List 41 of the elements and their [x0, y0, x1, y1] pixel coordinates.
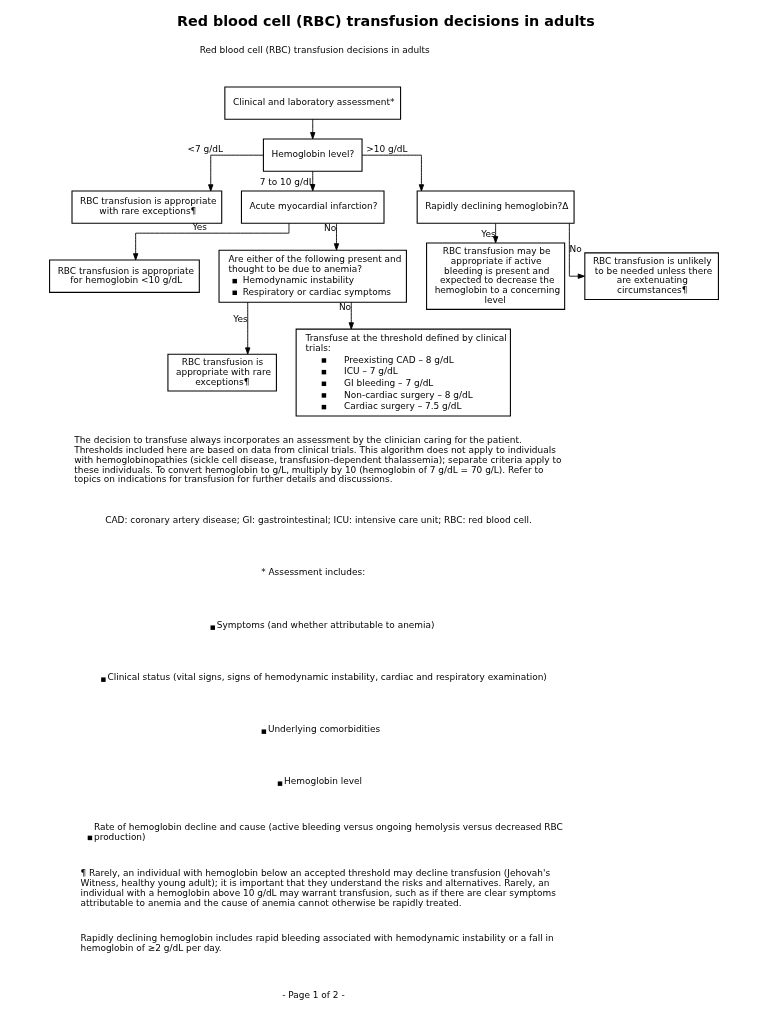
arrow [568, 223, 585, 279]
label: Clinical status (vital signs, signs of hemodynamic instability, cardiac and respiratory examination) [107, 671, 547, 682]
label: * Assessment includes: [261, 567, 366, 578]
node-box: RBC transfusion is appropriate with rare exceptions¶ [71, 190, 223, 224]
label: Hemoglobin level [284, 775, 363, 786]
arrow [348, 301, 354, 330]
node-box: Rapidly declining hemoglobin?Δ [416, 190, 575, 224]
label: Rate of hemoglobin decline and cause (active bleeding versus ongoing hemolysis versus decreased RBC production) [93, 822, 563, 843]
node-box: Transfuse at the threshold defined by clinical trials: Preexisting CAD – 8 g/dL ICU – 7 g/dL GI bleeding – 7 g/dL Non-cardiac surgery – 8 g/dL Cardiac surgery – 7.5 g/dL [295, 328, 511, 417]
arrow [133, 223, 290, 261]
edge-label: No [569, 243, 582, 254]
label: Underlying comorbidities [267, 723, 381, 734]
node-box: RBC transfusion is appropriate with rare exceptions¶ [167, 353, 277, 392]
node-box: RBC transfusion may be appropriate if active bleeding is present and expected to decrease the hemoglobin to a concerning level [426, 242, 566, 310]
label: The decision to transfuse always incorporates an assessment by the clinician caring for the patient. Thresholds included here are based on data from clinical trials. This algorithm does not apply to individuals with hemoglobinopathies (sickle cell disease, transfusion-dependent thalassemia); separate criteria apply to these individuals. To convert hemoglobin to g/L, multiply by 10 (hemoglobin of 7 g/dL = 70 g/L). Refer to topics on indications for transfusion for further details and discussions. [74, 434, 562, 485]
label: Red blood cell (RBC) transfusion decisions in adults [199, 45, 430, 56]
node-box: Acute myocardial infarction? [240, 190, 385, 224]
arrow [333, 223, 340, 251]
node-box: RBC transfusion is appropriate for hemoglobin <10 g/dL [49, 259, 200, 293]
label: Rapidly declining hemoglobin includes rapid bleeding associated with hemodynamic instability or a fall in hemoglobin of ≥2 g/dL per day. [80, 933, 554, 954]
edge-label: <7 g/dL [187, 144, 223, 155]
arrow [245, 301, 251, 355]
edge-label: No [324, 222, 337, 233]
label: CAD: coronary artery disease; GI: gastrointestinal; ICU: intensive care unit; RBC: red blood cell. [105, 515, 532, 526]
arrow [492, 223, 499, 244]
node-box: Clinical and laboratory assessment* [224, 86, 402, 120]
edge-label: Yes [233, 314, 248, 325]
arrow [310, 118, 316, 140]
diagram-title: Red blood cell (RBC) transfusion decisions in adults [176, 12, 595, 29]
node-box: RBC transfusion is unlikely to be needed unless there are extenuating circumstances¶ [584, 252, 719, 301]
label: ¶ Rarely, an individual with hemoglobin below an accepted threshold may decline transfusion (Jehovah's Witness, healthy young adult); it is important that they understand the risks and alternatives. Rarely, an individual with a hemoglobin above 10 g/dL may warrant transfusion, such as if there are clear symptoms attributable to anemia and the cause of anemia cannot otherwise be rapidly treated. [80, 868, 556, 908]
node-box: Are either of the following present and thought to be due to anemia? Hemodynamic instability Respiratory or cardiac symptoms [218, 249, 407, 303]
edge-label: >10 g/dL [366, 144, 408, 155]
arrow [208, 154, 264, 192]
edge-label: Yes [481, 229, 496, 240]
edge-label: No [338, 301, 352, 312]
node-box: Hemoglobin level? [262, 138, 363, 172]
edge-label: Yes [192, 222, 207, 233]
label: - Page 1 of 2 - [282, 990, 345, 1001]
arrow [361, 154, 425, 192]
label: Symptoms (and whether attributable to anemia) [216, 619, 435, 630]
